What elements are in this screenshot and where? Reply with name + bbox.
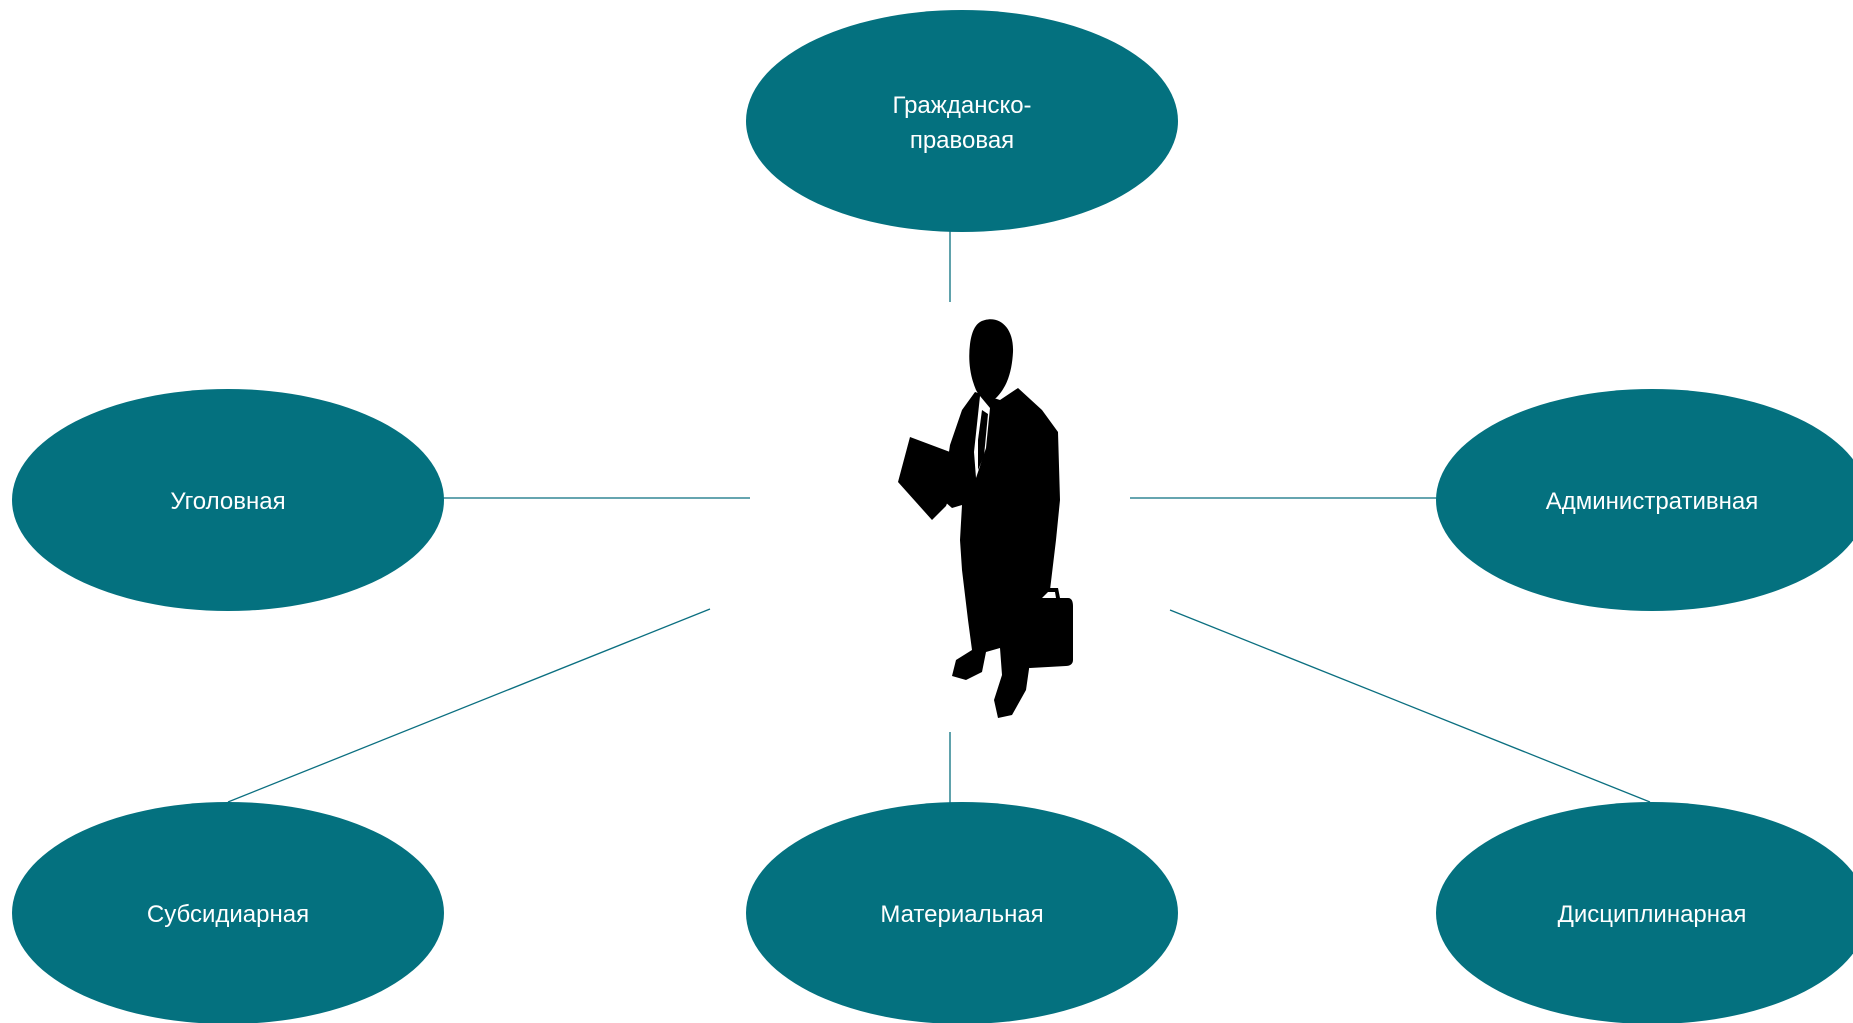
silhouette-folder (898, 437, 960, 520)
node-subsidiary-label: Субсидиарная (147, 901, 309, 928)
node-criminal: Уголовная (12, 389, 444, 611)
node-civil-label-line2: правовая (910, 127, 1014, 154)
node-administrative-ellipse (1436, 389, 1853, 611)
node-criminal-label: Уголовная (170, 488, 285, 515)
node-disciplinary-ellipse (1436, 802, 1853, 1023)
node-civil-ellipse (746, 10, 1178, 232)
silhouette-body (936, 388, 1060, 718)
node-criminal-ellipse (12, 389, 444, 611)
silhouette-tie (978, 410, 988, 470)
connector-disciplinary (1169, 609, 1651, 803)
silhouette-briefcase (1024, 598, 1073, 668)
node-subsidiary: Субсидиарная (12, 802, 444, 1023)
node-administrative-label: Административная (1546, 488, 1758, 515)
node-disciplinary: Дисциплинарная (1436, 802, 1853, 1023)
node-material: Материальная (746, 802, 1178, 1023)
node-civil-label-line1: Гражданско- (892, 92, 1031, 119)
node-subsidiary-ellipse (12, 802, 444, 1023)
node-civil: Гражданско- правовая (746, 10, 1178, 232)
node-disciplinary-label: Дисциплинарная (1558, 901, 1747, 928)
connectors (227, 230, 1651, 803)
connector-subsidiary (227, 608, 711, 803)
silhouette-head (969, 319, 1014, 400)
businessman-silhouette-icon (898, 319, 1073, 718)
node-administrative: Административная (1436, 389, 1853, 611)
node-material-label: Материальная (880, 901, 1043, 928)
node-material-ellipse (746, 802, 1178, 1023)
silhouette-briefcase-handle (1038, 588, 1060, 598)
